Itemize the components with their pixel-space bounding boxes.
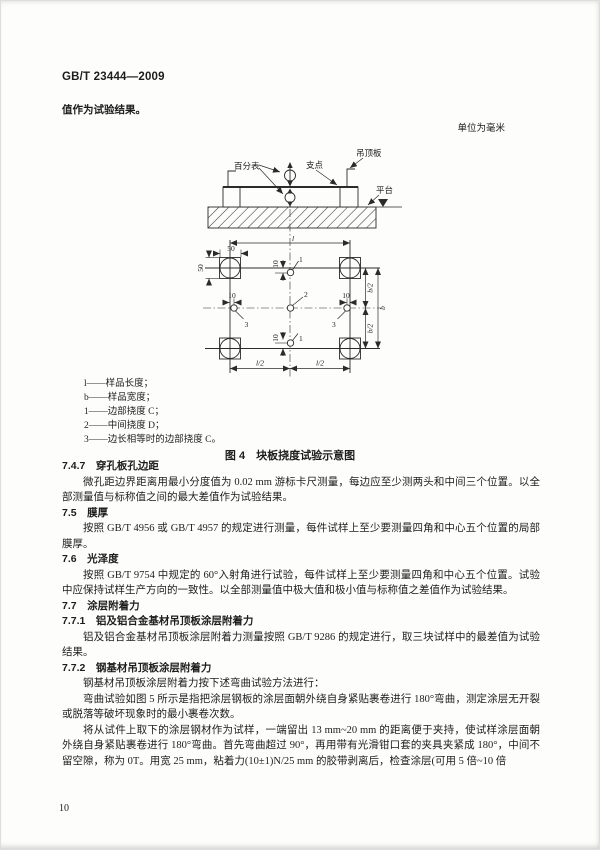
intro-text: 值作为试验结果。 [62,105,146,116]
section-heading: 7.6 光泽度 [62,553,119,565]
dim-b-half-bottom: b/2 [366,323,375,333]
section-paragraph: 弯曲试验如图 5 所示是指把涂层钢板的涂层面朝外绕自身紧贴裹卷进行 180°弯曲… [62,693,540,721]
section-paragraph: 铝及铝合金基材吊顶板涂层附着力测量按照 GB/T 9286 的规定进行，取三块试… [62,631,540,659]
label-fulcrum: 支点 [306,160,324,170]
point-label-2: 2 [304,290,308,299]
point-label-3-left: 3 [245,320,249,329]
section-paragraph: 微孔距边界距离用最小分度值为 0.02 mm 游标卡尺测量，每边应至少测两头和中… [62,476,540,504]
dim-b: b [378,306,387,310]
point-label-3-right: 3 [332,320,336,329]
doc-number: GB/T 23444—2009 [62,71,165,83]
legend-line: b——样品宽度； [84,393,156,403]
point-label-1-bottom: 1 [299,334,303,343]
section-heading: 7.7.1 铝及铝合金基材吊顶板涂层附着力 [62,615,254,627]
unit-note: 单位为毫米 [457,124,505,134]
label-ceiling-panel: 吊顶板 [356,148,382,158]
body-sections: 7.4.7 穿孔板孔边距微孔距边界距离用最小分度值为 0.02 mm 游标卡尺测… [62,459,540,769]
plan-view [203,240,381,373]
figure-legend: l——样品长度； b——样品宽度； 1——边部挠度 C； 2——中间挠度 D； 3——边… [84,377,221,447]
section-paragraph: 钢基材吊顶板涂层附着力按下述弯曲试验方法进行： [83,678,325,689]
section-heading: 7.7.2 钢基材吊顶板涂层附着力 [62,661,212,674]
legend-line: 2——中间挠度 D； [84,421,165,431]
point-label-1-top: 1 [299,255,303,264]
dim-l: l [292,234,294,243]
section-paragraph: 按照 GB/T 4956 或 GB/T 4957 的规定进行测量，每件试样上至少… [62,523,540,550]
label-platform: 平台 [376,185,393,195]
dim-10-bottom: 10 [271,334,280,342]
figure-caption: 图 4 块板挠度试验示意图 [224,450,356,462]
section-heading: 7.7 涂层附着力 [62,599,140,612]
legend-line: 3——边长相等时的边部挠度 C。 [84,435,221,445]
dim-50-h: 50 [227,244,235,253]
dim-10-left: 10 [228,291,236,300]
section-paragraph: 按照 GB/T 9754 中规定的 60°入射角进行试验，每件试样上至少要测量四… [62,569,540,597]
dim-50-v: 50 [196,264,205,272]
section-heading: 7.4.7 穿孔板孔边距 [62,460,159,472]
dim-10-top: 10 [271,260,280,268]
dim-b-half-top: b/2 [366,283,375,293]
dim-l-half-left: l/2 [256,359,264,368]
section-paragraph: 将从试件上取下的涂层钢材作为试样，一端留出 13 mm~20 mm 的距离便于夹… [62,724,540,767]
figure-4-diagram: 百分表 支点 吊顶板 平台 [196,148,402,378]
legend-line: 1——边部挠度 C； [84,407,164,417]
page-number: 10 [59,803,69,814]
legend-line: l——样品长度； [84,379,154,389]
dim-10-right: 10 [342,291,350,300]
label-dial-gauge: 百分表 [234,161,260,171]
dim-l-half-right: l/2 [316,359,324,368]
elevation-view [207,157,402,378]
section-heading: 7.5 膜厚 [62,506,109,519]
